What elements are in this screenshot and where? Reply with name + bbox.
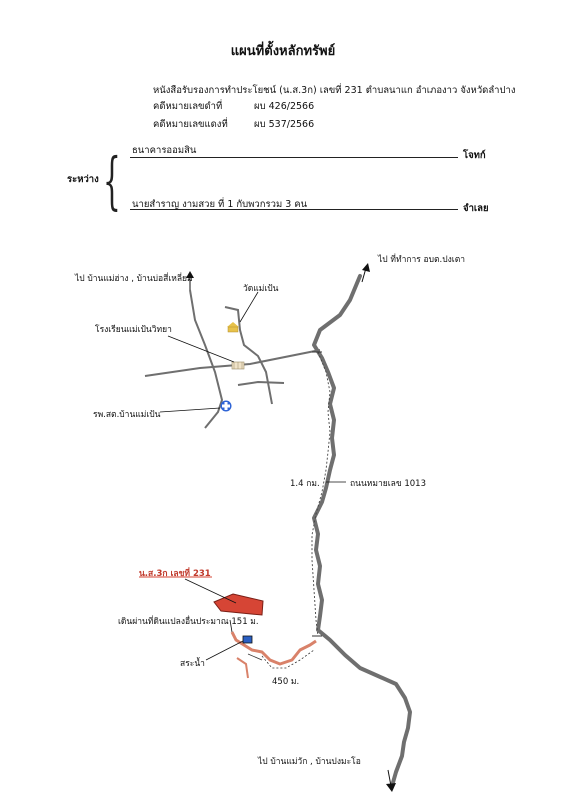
black-case-number: ผบ 426/2566 <box>254 101 315 112</box>
brace: { <box>103 144 121 217</box>
distance-label-side: 450 ม. <box>272 677 300 687</box>
road-label: ถนนหมายเลข 1013 <box>350 479 426 489</box>
direction-label-south: ไป บ้านแม่วัก , บ้านปงมะโอ <box>258 757 361 767</box>
arrow-northeast-icon <box>361 263 370 283</box>
plaintiff-line <box>130 157 458 158</box>
school-label: โรงเรียนแม่เป้นวิทยา <box>95 325 172 335</box>
direction-label-northwest: ไป บ้านแม่ฮ่าง , บ้านบ่อสี่เหลี่ยม <box>75 274 193 284</box>
pond-icon <box>242 635 253 644</box>
defendant-line <box>130 209 458 210</box>
village-road-west-branch <box>189 289 224 429</box>
document-reference: หนังสือรับรองการทำประโยชน์ (น.ส.3ก) เลขท… <box>153 85 516 96</box>
between-label: ระหว่าง <box>67 174 99 185</box>
direction-label-northeast: ไป ที่ทำการ อบต.ปงเตา <box>378 255 466 265</box>
arrow-south-icon <box>386 769 396 792</box>
red-case-label: คดีหมายเลขแดงที่ <box>153 119 228 130</box>
red-case-number: ผบ 537/2566 <box>254 119 315 130</box>
plaintiff-role: โจทก์ <box>463 150 486 161</box>
village-road-south <box>237 380 285 386</box>
distance-line-main <box>311 351 331 637</box>
access-path-dotted <box>261 649 315 669</box>
hospital-label: รพ.สต.บ้านแม่เป้น <box>93 410 161 420</box>
school-icon <box>231 361 245 370</box>
defendant-name: นายสำราญ งามสวย ที่ 1 กับพวกรวม 3 คน <box>132 199 308 210</box>
black-case-label: คดีหมายเลขดำที่ <box>153 101 223 112</box>
access-path <box>230 631 317 666</box>
plaintiff-name: ธนาคารออมสิน <box>132 145 197 156</box>
temple-label: วัดแม่เป้น <box>243 284 279 294</box>
pond-label: สระน้ำ <box>180 659 205 669</box>
hospital-icon <box>220 400 232 412</box>
village-road-temple <box>224 306 273 405</box>
arrow-northwest-icon <box>186 271 194 290</box>
map-title: แผนที่ตั้งหลักทรัพย์ <box>230 44 336 59</box>
parcel-label: น.ส.3ก เลขที่ 231 <box>139 569 211 579</box>
temple-icon <box>227 322 239 333</box>
land-parcel <box>213 593 264 616</box>
defendant-role: จำเลย <box>463 203 489 214</box>
access-path-branch <box>236 657 249 679</box>
main-road <box>312 274 412 788</box>
village-road-east-west <box>144 349 321 377</box>
distance-label-main: 1.4 กม. <box>290 479 320 489</box>
walk-through-label: เดินผ่านที่ดินแปลงอื่นประมาณ 151 ม. <box>118 617 259 627</box>
